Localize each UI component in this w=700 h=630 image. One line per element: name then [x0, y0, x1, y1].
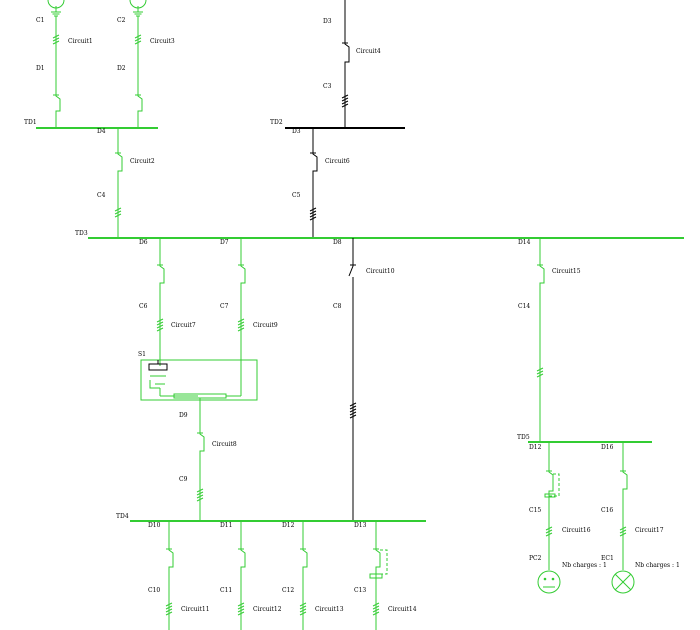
label-d12b: D12 [282, 522, 295, 529]
feeder-c2[interactable] [129, 0, 147, 128]
feeder-c3[interactable] [341, 0, 350, 128]
label-c12: C12 [282, 587, 294, 594]
label-nb-charges-pc2: Nb charges : 1 [562, 562, 607, 569]
label-c13: C13 [354, 587, 366, 594]
label-circuit4: Circuit4 [356, 48, 381, 55]
label-circuit3: Circuit3 [150, 38, 175, 45]
label-circuit10: Circuit10 [366, 268, 395, 275]
label-circuit16: Circuit16 [562, 527, 591, 534]
label-ec1: EC1 [601, 555, 614, 562]
label-c10: C10 [148, 587, 160, 594]
label-circuit12: Circuit12 [253, 606, 282, 613]
label-circuit7: Circuit7 [171, 322, 196, 329]
label-circuit17: Circuit17 [635, 527, 664, 534]
label-d2: D2 [117, 65, 126, 72]
label-td3: TD3 [75, 230, 88, 237]
feeder-c8[interactable] [348, 238, 357, 521]
label-d9: D9 [179, 412, 188, 419]
label-c1: C1 [36, 17, 44, 24]
label-d3a: D3 [323, 18, 332, 25]
label-nb-charges-ec1: Nb charges : 1 [635, 562, 680, 569]
feeder-c11[interactable] [237, 521, 246, 630]
transfer-switch-s1[interactable] [140, 359, 258, 401]
label-s1: S1 [138, 351, 146, 358]
label-c15: C15 [529, 507, 541, 514]
feeder-c13[interactable] [369, 521, 388, 630]
label-pc2: PC2 [529, 555, 542, 562]
feeder-c5[interactable] [309, 128, 318, 238]
label-c14: C14 [518, 303, 530, 310]
feeder-c12[interactable] [299, 521, 308, 630]
label-circuit1: Circuit1 [68, 38, 93, 45]
label-c4: C4 [97, 192, 106, 199]
label-d16: D16 [601, 444, 614, 451]
feeder-c16[interactable] [611, 442, 635, 594]
feeder-c14[interactable] [536, 238, 545, 442]
label-d8: D8 [333, 239, 342, 246]
label-c3: C3 [323, 83, 332, 90]
label-d14: D14 [518, 239, 531, 246]
feeder-c15[interactable] [537, 442, 561, 594]
label-td1: TD1 [24, 119, 37, 126]
label-c8: C8 [333, 303, 342, 310]
feeder-c6[interactable] [156, 238, 165, 366]
label-c7: C7 [220, 303, 229, 310]
label-d1: D1 [36, 65, 45, 72]
label-c5: C5 [292, 192, 301, 199]
feeder-c10[interactable] [165, 521, 174, 630]
label-c11: C11 [220, 587, 232, 594]
label-c6: C6 [139, 303, 148, 310]
label-circuit15: Circuit15 [552, 268, 581, 275]
label-circuit2: Circuit2 [130, 158, 155, 165]
label-c2: C2 [117, 17, 126, 24]
label-d11: D11 [220, 522, 232, 529]
label-d13: D13 [354, 522, 367, 529]
label-circuit8: Circuit8 [212, 441, 237, 448]
label-td5: TD5 [517, 434, 530, 441]
label-circuit14: Circuit14 [388, 606, 417, 613]
label-d3b: D3 [292, 128, 301, 135]
label-d10: D10 [148, 522, 161, 529]
label-circuit11: Circuit11 [181, 606, 210, 613]
label-circuit13: Circuit13 [315, 606, 344, 613]
label-td4: TD4 [116, 513, 129, 520]
feeder-c4[interactable] [114, 128, 123, 238]
feeder-c7[interactable] [237, 238, 246, 396]
feeder-c9[interactable] [196, 398, 205, 521]
label-td2: TD2 [270, 119, 283, 126]
label-c16: C16 [601, 507, 613, 514]
label-circuit9: Circuit9 [253, 322, 278, 329]
label-d12a: D12 [529, 444, 542, 451]
label-d4: D4 [97, 128, 106, 135]
label-circuit6: Circuit6 [325, 158, 350, 165]
label-c9: C9 [179, 476, 188, 483]
feeder-c1[interactable] [47, 0, 65, 128]
label-d6: D6 [139, 239, 148, 246]
label-d7: D7 [220, 239, 229, 246]
